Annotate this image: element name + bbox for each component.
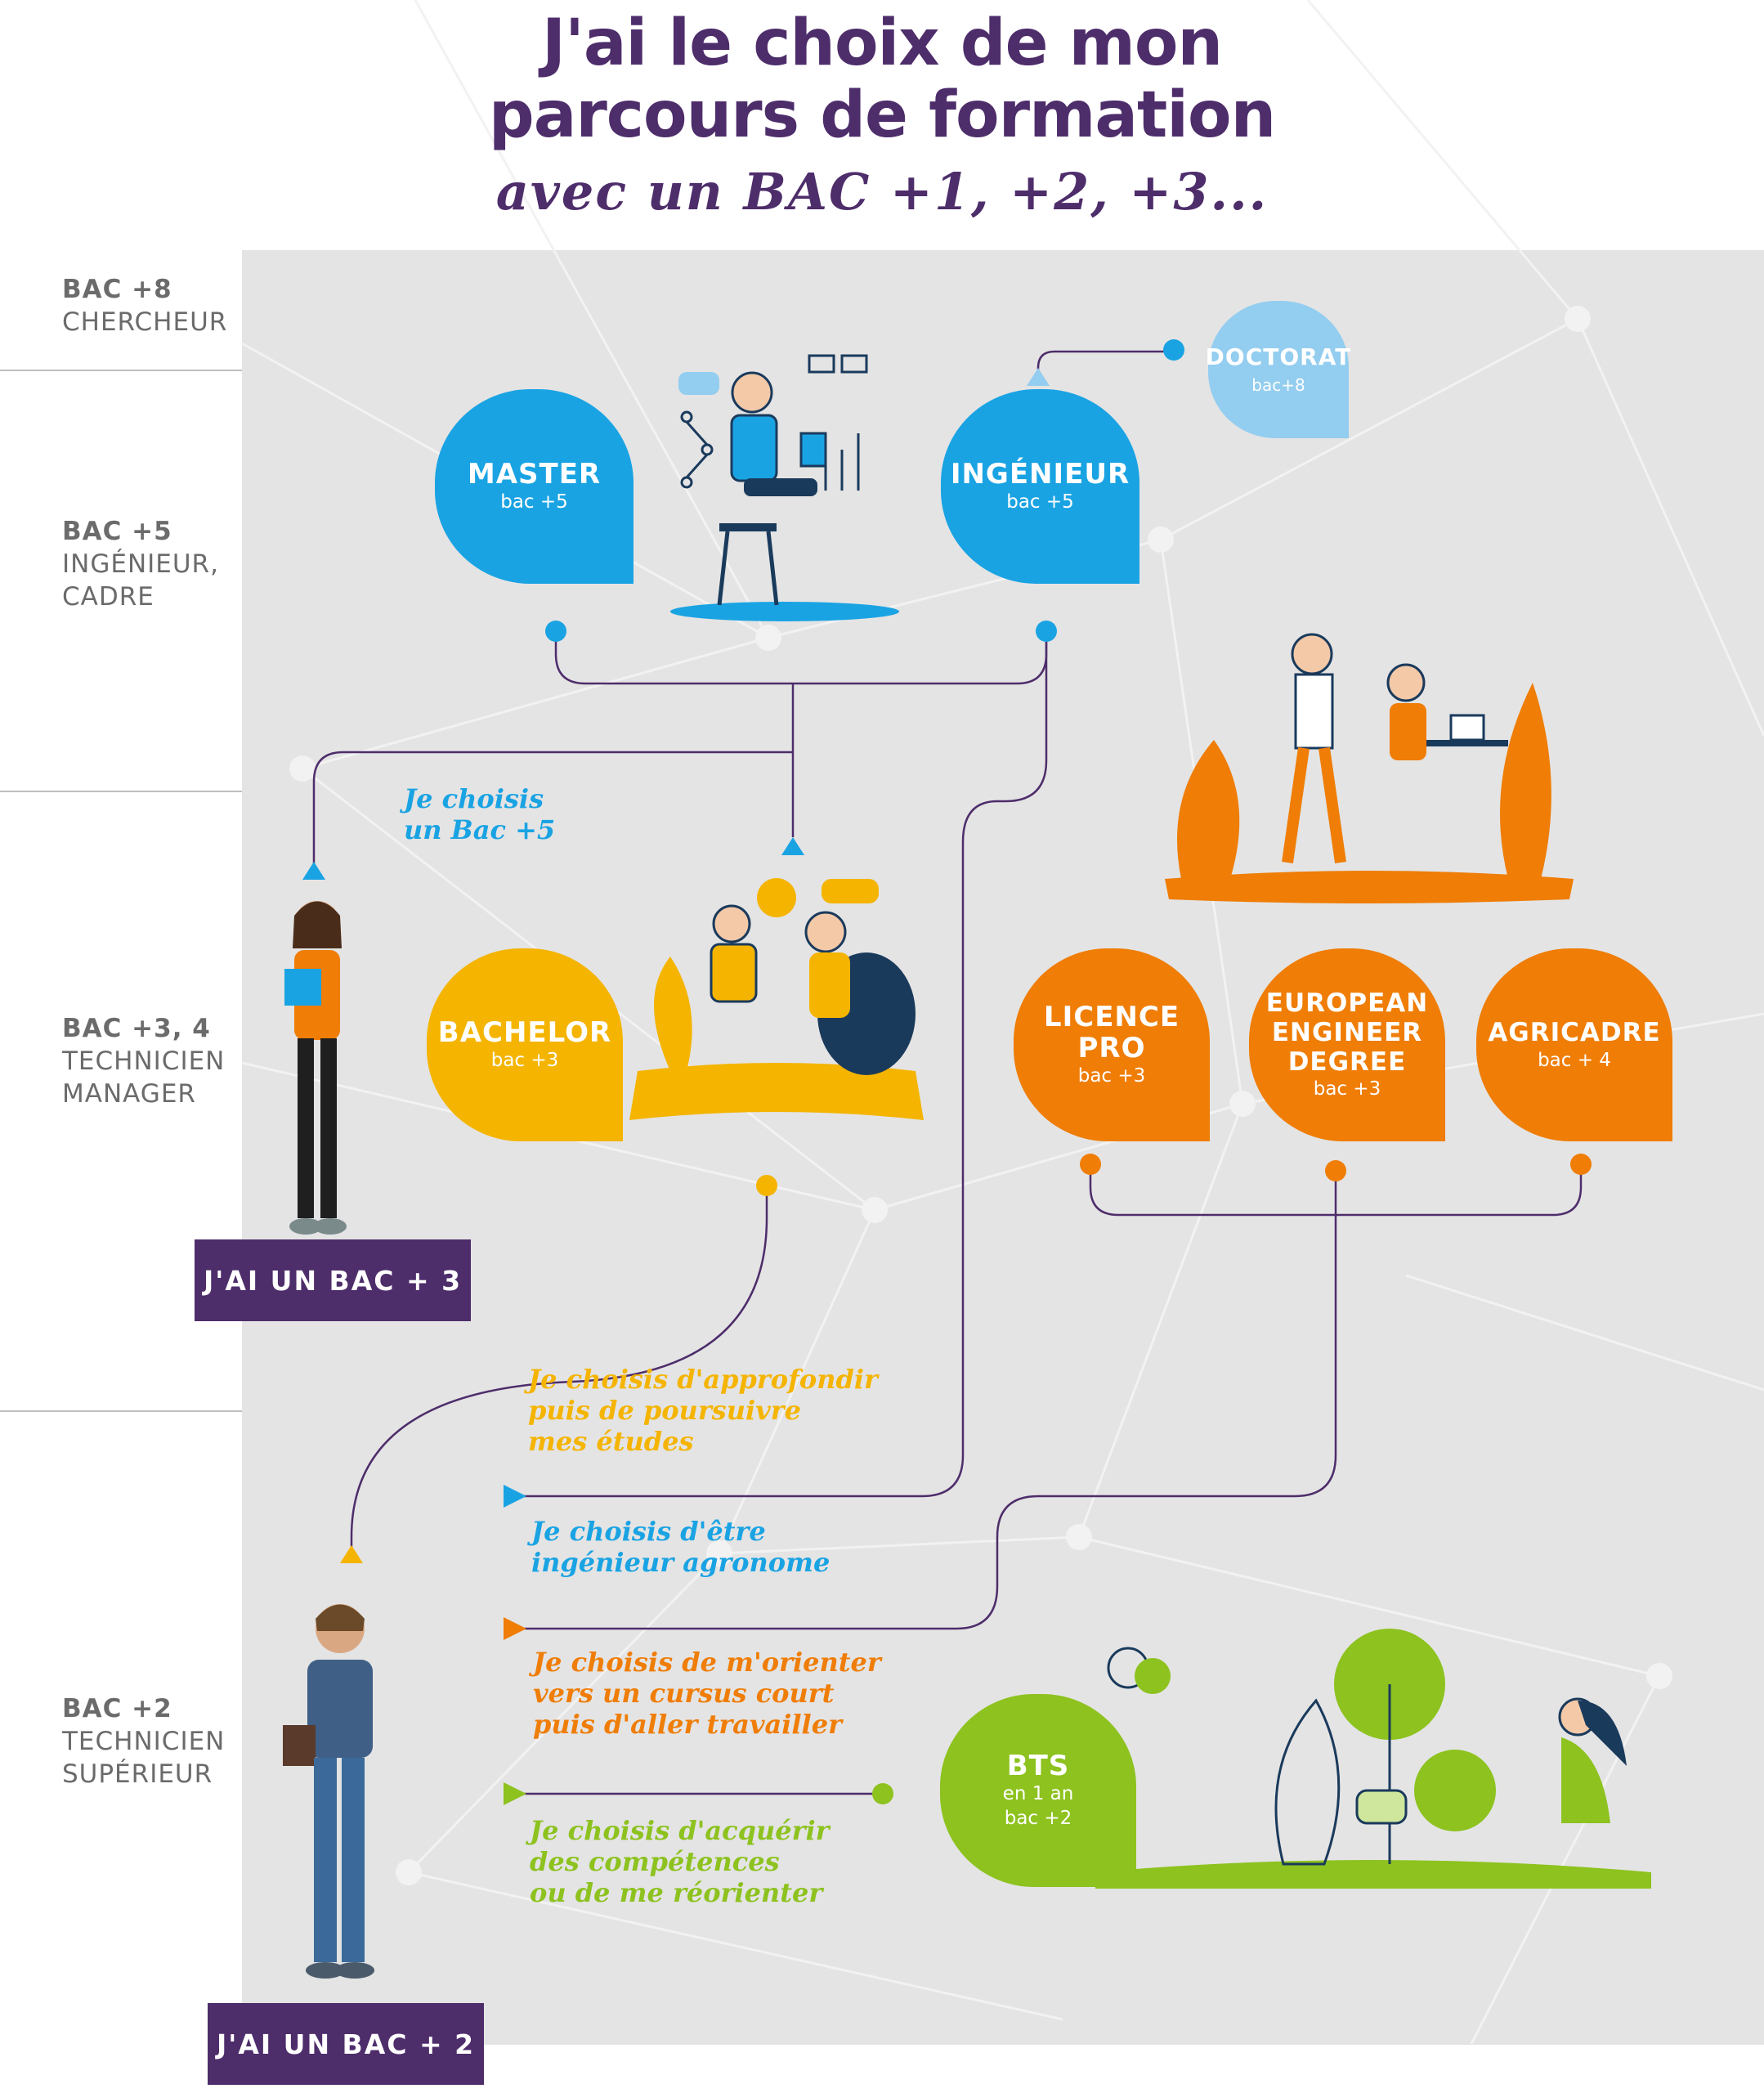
arrow-right-icon — [504, 1782, 526, 1805]
note-line: Je choisis d'être — [531, 1516, 766, 1547]
note-line: mes études — [528, 1426, 694, 1457]
european-engineer-bubble[interactable]: EUROPEAN ENGINEER DEGREE bac +3 — [1249, 948, 1445, 1141]
level-desc: TECHNICIEN — [62, 1046, 226, 1076]
bubble-sub: en 1 an — [1002, 1783, 1074, 1804]
arrow-up-icon — [781, 837, 804, 855]
connector-dot — [1036, 621, 1057, 642]
arrow-up-icon — [340, 1545, 363, 1563]
bubble-name: INGÉNIEUR — [950, 458, 1130, 491]
page-title-line1: J'ai le choix de mon — [541, 7, 1223, 80]
bubble-name: LICENCE PRO — [1043, 1001, 1180, 1064]
badge-bac3: J'AI UN BAC + 3 — [195, 1239, 471, 1321]
connector-dot — [1080, 1154, 1101, 1175]
level-title: BAC +2 — [62, 1694, 172, 1723]
bubble-sub: bac +5 — [1006, 491, 1074, 513]
level-desc: MANAGER — [62, 1079, 196, 1109]
researcher-illustration — [670, 354, 899, 621]
discussion-illustration — [629, 878, 924, 1120]
level-divider — [0, 791, 242, 792]
bubble-name: EUROPEAN ENGINEER DEGREE — [1265, 988, 1429, 1077]
agricadre-bubble[interactable]: AGRICADRE bac + 4 — [1476, 948, 1672, 1141]
page-subtitle: avec un BAC +1, +2, +3... — [495, 162, 1269, 222]
note-line: vers un cursus court — [533, 1678, 835, 1709]
student-girl-figure — [284, 901, 347, 1235]
note-line: Je choisis — [404, 783, 544, 814]
bubble-sub: bac + 4 — [1538, 1050, 1611, 1071]
bubble-name: DOCTORAT — [1205, 343, 1352, 370]
connector-dot — [756, 1175, 777, 1196]
level-divider — [0, 1410, 242, 1412]
arrow-up-icon — [302, 862, 325, 880]
level-title: BAC +3, 4 — [62, 1014, 211, 1043]
bubble-name: BACHELOR — [437, 1016, 612, 1049]
level-desc: INGÉNIEUR, — [62, 549, 219, 579]
page-title-line2: parcours de formation — [488, 78, 1276, 152]
arrow-right-icon — [504, 1485, 526, 1508]
note-bac5: Je choisis un Bac +5 — [404, 783, 555, 845]
bts-bubble[interactable]: BTS en 1 an bac +2 — [940, 1694, 1136, 1887]
connector-dot — [1163, 339, 1184, 361]
note-line: Je choisis d'approfondir — [528, 1364, 878, 1395]
student-boy-figure — [283, 1604, 374, 1979]
connector-dot — [545, 621, 566, 642]
bubble-name: AGRICADRE — [1488, 1018, 1661, 1047]
bubble-name: BTS — [1006, 1750, 1070, 1782]
arrow-up-icon — [1027, 368, 1050, 386]
connector-dot — [1325, 1160, 1346, 1181]
office-illustration — [1165, 633, 1574, 903]
note-line: puis d'aller travailler — [533, 1709, 842, 1740]
note-agronome: Je choisis d'être ingénieur agronome — [531, 1516, 830, 1578]
note-line: Je choisis d'acquérir — [530, 1815, 830, 1846]
licence-pro-bubble[interactable]: LICENCE PRO bac +3 — [1014, 948, 1210, 1141]
ingenieur-bubble[interactable]: INGÉNIEUR bac +5 — [941, 389, 1139, 584]
note-line: puis de poursuivre — [528, 1395, 801, 1426]
note-line: ou de me réorienter — [530, 1877, 823, 1908]
level-desc: TECHNICIEN — [62, 1727, 226, 1756]
bubble-sub: bac +3 — [1313, 1078, 1381, 1100]
master-bubble[interactable]: MASTER bac +5 — [435, 389, 634, 584]
note-line: ingénieur agronome — [531, 1547, 831, 1578]
level-bac5: BAC +5 INGÉNIEUR, CADRE — [62, 515, 219, 613]
note-line: Je choisis de m'orienter — [533, 1647, 881, 1678]
note-approfondir: Je choisis d'approfondir puis de poursui… — [528, 1364, 878, 1457]
bubble-name: MASTER — [467, 458, 602, 491]
note-court: Je choisis de m'orienter vers un cursus … — [533, 1647, 881, 1740]
level-desc: CHERCHEUR — [62, 307, 228, 337]
connector-dot — [1570, 1154, 1592, 1175]
note-line: des compétences — [530, 1846, 780, 1877]
connector-dot — [872, 1783, 893, 1804]
bachelor-bubble[interactable]: BACHELOR bac +3 — [427, 948, 623, 1141]
bubble-sub: bac +5 — [500, 491, 568, 513]
level-bac3-4: BAC +3, 4 TECHNICIEN MANAGER — [62, 1012, 225, 1110]
level-title: BAC +8 — [62, 275, 172, 304]
note-competences: Je choisis d'acquérir des compétences ou… — [530, 1815, 829, 1908]
bubble-sub: bac +3 — [1077, 1065, 1146, 1087]
level-desc: CADRE — [62, 582, 154, 612]
level-bac8: BAC +8 CHERCHEUR — [62, 273, 227, 338]
bubble-sub: bac +2 — [1004, 1808, 1072, 1829]
bubble-sub: bac+8 — [1251, 375, 1305, 395]
bubble-sub: bac +3 — [490, 1050, 559, 1071]
doctorat-bubble[interactable]: DOCTORAT bac+8 — [1205, 301, 1352, 438]
arrow-right-icon — [504, 1617, 526, 1640]
nature-illustration — [1095, 1629, 1651, 1889]
level-title: BAC +5 — [62, 517, 172, 546]
level-bac2: BAC +2 TECHNICIEN SUPÉRIEUR — [62, 1692, 225, 1790]
badge-bac2: J'AI UN BAC + 2 — [208, 2003, 484, 2085]
level-divider — [0, 370, 242, 371]
note-line: un Bac +5 — [404, 814, 556, 845]
level-desc: SUPÉRIEUR — [62, 1759, 213, 1789]
